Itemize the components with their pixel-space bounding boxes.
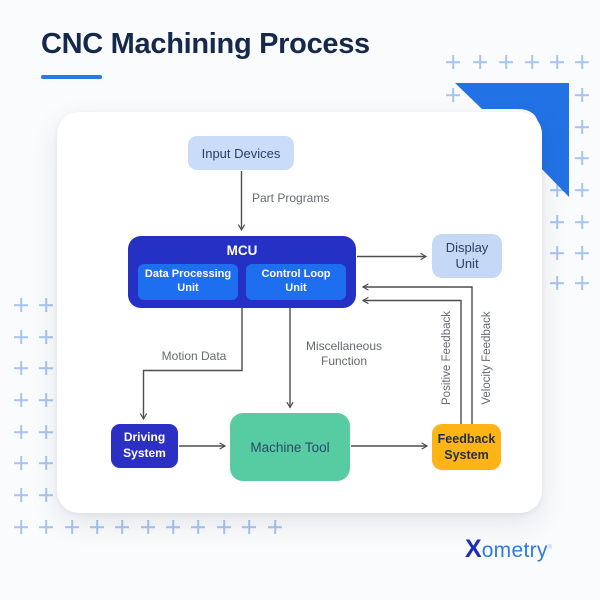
node-data-processing-unit: Data Processing Unit [138, 264, 238, 300]
edge-label-part-programs: Part Programs [252, 191, 330, 205]
plus-icon [39, 456, 53, 470]
plus-icon [550, 246, 564, 260]
plus-icon [575, 183, 589, 197]
plus-icon [14, 393, 28, 407]
plus-icon [191, 520, 205, 534]
plus-icon [14, 456, 28, 470]
plus-icon [217, 520, 231, 534]
plus-icon [39, 425, 53, 439]
plus-icon [39, 298, 53, 312]
edge-label-velocity-feedback: Velocity Feedback [481, 311, 493, 405]
plus-icon [575, 246, 589, 260]
plus-icon [39, 361, 53, 375]
edge-label-positive-feedback: Positive Feedback [441, 311, 453, 405]
plus-icon [14, 488, 28, 502]
plus-icon [550, 183, 564, 197]
plus-icon [90, 520, 104, 534]
plus-icon [14, 425, 28, 439]
plus-icon [39, 520, 53, 534]
xometry-logo: Xometry® [465, 535, 552, 564]
plus-icon [575, 276, 589, 290]
plus-icon [39, 330, 53, 344]
node-machine-tool-label: Machine Tool [250, 439, 330, 455]
plus-icon [14, 330, 28, 344]
plus-icon [115, 520, 129, 534]
node-input-devices: Input Devices [188, 136, 294, 170]
node-driving-system: Driving System [111, 424, 178, 468]
plus-icon [550, 276, 564, 290]
plus-icon [473, 55, 487, 69]
node-driving-system-label: Driving System [123, 430, 166, 460]
xometry-logo-x: X [465, 535, 482, 563]
plus-icon [550, 215, 564, 229]
node-input-devices-label: Input Devices [201, 145, 281, 161]
node-mcu: MCU Data Processing Unit Control Loop Un… [128, 236, 356, 308]
plus-icon [14, 361, 28, 375]
plus-icon [525, 55, 539, 69]
plus-icon [550, 55, 564, 69]
node-control-loop-unit: Control Loop Unit [246, 264, 346, 300]
plus-icon [141, 520, 155, 534]
plus-icon [575, 88, 589, 102]
node-feedback-system-label: Feedback System [437, 431, 496, 462]
edge-label-miscellaneous-function: Miscellaneous Function [305, 339, 383, 368]
xometry-logo-text: ometry [481, 539, 548, 562]
node-machine-tool: Machine Tool [230, 413, 350, 481]
node-mcu-label: MCU [226, 243, 258, 258]
plus-icon [14, 298, 28, 312]
page-title: CNC Machining Process [41, 28, 370, 60]
plus-icon [499, 55, 513, 69]
plus-icon [14, 520, 28, 534]
plus-icon [575, 120, 589, 134]
node-display-unit: Display Unit [432, 234, 502, 278]
plus-icon [39, 488, 53, 502]
plus-icon [268, 520, 282, 534]
plus-icon [446, 55, 460, 69]
mcu-subunits: Data Processing Unit Control Loop Unit [138, 264, 346, 300]
plus-icon [39, 393, 53, 407]
node-display-unit-label: Display Unit [445, 239, 489, 271]
edge-label-motion-data: Motion Data [161, 349, 227, 363]
plus-icon [575, 151, 589, 165]
plus-icon [575, 215, 589, 229]
title-underline [41, 75, 102, 79]
plus-icon [65, 520, 79, 534]
plus-icon [575, 55, 589, 69]
plus-icon [446, 88, 460, 102]
node-feedback-system: Feedback System [432, 424, 501, 470]
plus-icon [166, 520, 180, 534]
registered-trademark-icon: ® [547, 545, 553, 551]
plus-icon [242, 520, 256, 534]
